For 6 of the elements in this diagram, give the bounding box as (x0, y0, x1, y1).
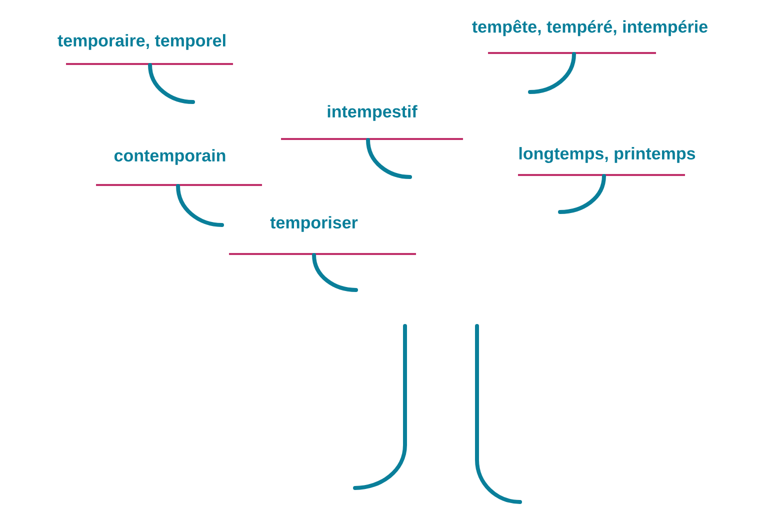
word-label: intempestif (328, 105, 418, 121)
word-label: contemporain (114, 149, 226, 165)
word-label: tempête, tempéré, intempérie (472, 20, 708, 36)
word-label: temporaire, temporel (58, 34, 226, 50)
word-label: temporiser (270, 216, 358, 232)
word-label: longtemps, printemps (519, 147, 696, 163)
